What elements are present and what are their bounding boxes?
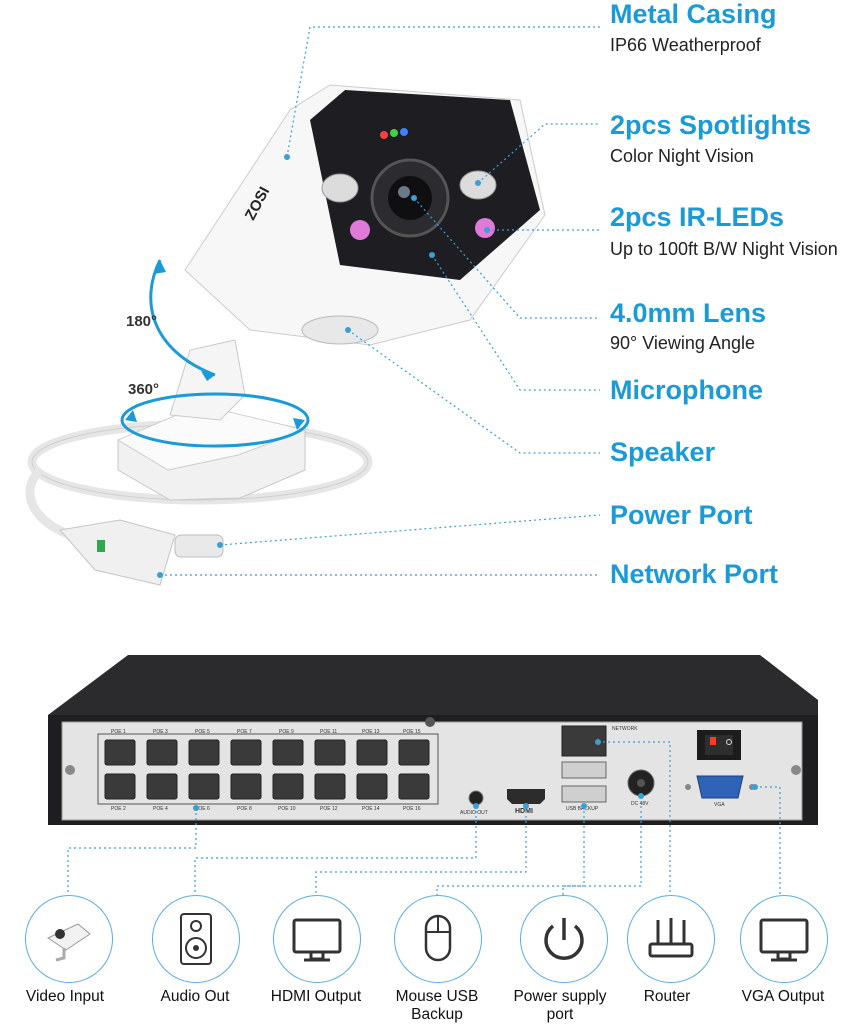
feature-title-lens: 4.0mm Lens [610, 298, 767, 328]
feature-title-microphone: Microphone [610, 375, 763, 405]
poe-label: POE 1 [111, 729, 126, 735]
dc-label: DC 48V [631, 801, 649, 807]
usb-backup-label: USB BACKUP [566, 806, 599, 812]
hdmi-output-circle [273, 895, 361, 983]
poe-label: POE 12 [320, 806, 338, 812]
audio-out-circle [152, 895, 240, 983]
router-circle [627, 895, 715, 983]
poe-label: POE 15 [403, 729, 421, 735]
monitor-icon [292, 918, 342, 962]
hdmi-label: HDMI [515, 808, 533, 815]
vga-label: VGA [714, 802, 725, 808]
feature-title-metal-casing: Metal Casing [610, 0, 777, 29]
feature-title-power-port: Power Port [610, 500, 753, 530]
router-icon [648, 918, 694, 958]
feature-title-network-port: Network Port [610, 559, 779, 589]
feature-subtitle-lens: 90° Viewing Angle [610, 333, 755, 353]
hdmi-output-label: HDMI Output [270, 988, 362, 1005]
power-switch-icon[interactable] [710, 737, 716, 745]
poe-label: POE 10 [278, 806, 296, 812]
power-switch-off-mark [726, 739, 732, 745]
feature-subtitle-ir-leds: Up to 100ft B/W Night Vision [610, 239, 838, 259]
mouse-usb-circle [394, 895, 482, 983]
poe-label: POE 2 [111, 806, 126, 812]
network-label: NETWORK [612, 726, 638, 732]
power-supply-label: Power supply port [513, 988, 607, 1023]
vga-output-label: VGA Output [741, 988, 825, 1005]
router-label: Router [643, 988, 691, 1005]
feature-title-ir-leds: 2pcs IR-LEDs [610, 202, 785, 232]
poe-label: POE 9 [279, 729, 294, 735]
poe-label: POE 11 [320, 729, 338, 735]
poe-label: POE 7 [237, 729, 252, 735]
monitor-icon [759, 918, 809, 962]
mouse-usb-label: Mouse USB Backup [395, 988, 479, 1023]
audio-out-label: Audio Out [160, 988, 230, 1005]
feature-subtitle-metal-casing: IP66 Weatherproof [610, 35, 761, 55]
camera-icon [46, 923, 91, 962]
mouse-icon [424, 914, 452, 962]
rotation-vertical-label: 180° [126, 313, 158, 330]
power-icon [544, 918, 584, 960]
poe-label: POE 3 [153, 729, 168, 735]
poe-label: POE 6 [195, 806, 210, 812]
feature-title-speaker: Speaker [610, 437, 716, 467]
power-supply-circle [520, 895, 608, 983]
feature-subtitle-spotlights: Color Night Vision [610, 146, 754, 166]
audio-out-label: AUDIO OUT [460, 810, 488, 816]
feature-title-spotlights: 2pcs Spotlights [610, 110, 812, 140]
poe-label: POE 4 [153, 806, 168, 812]
poe-label: POE 14 [362, 806, 380, 812]
poe-label: POE 13 [362, 729, 380, 735]
poe-label: POE 8 [237, 806, 252, 812]
video-input-circle [25, 895, 113, 983]
rotation-horizontal-label: 360° [128, 381, 160, 398]
speaker-icon [180, 913, 212, 965]
video-input-label: Video Input [25, 988, 105, 1005]
poe-label: POE 16 [403, 806, 421, 812]
poe-label: POE 5 [195, 729, 210, 735]
vga-output-circle [740, 895, 828, 983]
